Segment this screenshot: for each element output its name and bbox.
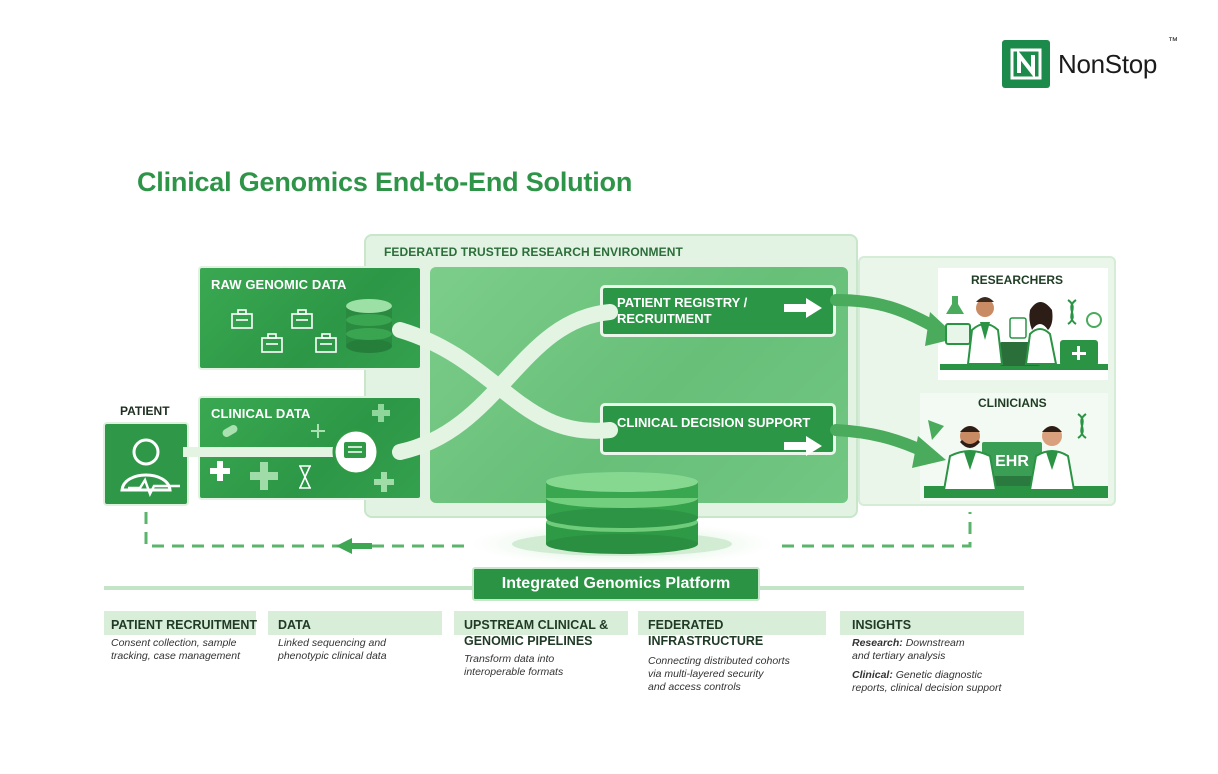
stage-desc-insights: Research: Downstream and tertiary analys…	[852, 637, 1001, 695]
clinicians-illustration: EHR	[924, 413, 1108, 498]
stage-desc-line: Consent collection, sample	[111, 637, 237, 649]
registry-arrow-icon	[784, 298, 822, 318]
stage-title-line: FEDERATED	[648, 618, 724, 632]
patient-registry-line-2: RECRUITMENT	[617, 311, 712, 326]
hospital-icon-4	[315, 333, 337, 353]
stage-desc-line: tracking, case management	[111, 650, 240, 662]
stage-title-line: INFRASTRUCTURE	[648, 634, 764, 648]
central-database-icon	[468, 472, 776, 566]
stage-header-federated	[638, 611, 826, 635]
hospital-icons	[231, 309, 337, 353]
arrow-to-researchers	[830, 294, 958, 346]
flow-ribbons	[183, 304, 618, 460]
stage-desc-line: Linked sequencing and	[278, 637, 387, 649]
cds-arrow-icon	[784, 436, 822, 456]
stage-title-federated: FEDERATED INFRASTRUCTURE	[648, 617, 763, 649]
stage-header-patient-recruitment	[104, 611, 256, 635]
stage-title-insights: INSIGHTS	[852, 618, 912, 632]
plus-icon-3	[210, 461, 230, 481]
researchers-label: RESEARCHERS	[971, 273, 1064, 287]
stage-desc-line: interoperable formats	[464, 666, 564, 678]
insights-research-line: Research: Downstream	[852, 637, 1001, 650]
clinical-data-label: CLINICAL DATA	[211, 406, 311, 421]
insights-clinical-line-2: reports, clinical decision support	[852, 682, 1002, 694]
chat-record-icon	[332, 428, 380, 476]
hospital-icon-2	[291, 309, 313, 329]
clinicians-label: CLINICIANS	[978, 396, 1047, 410]
plus-icon-4	[250, 462, 278, 490]
raw-genomic-data-label: RAW GENOMIC DATA	[211, 277, 347, 292]
stage-header-data	[268, 611, 442, 635]
stage-header-insights	[840, 611, 1024, 635]
insights-research-line-2: and tertiary analysis	[852, 650, 946, 662]
stage-desc-line: and access controls	[648, 681, 741, 693]
patient-registry-label: PATIENT REGISTRY / RECRUITMENT	[617, 295, 747, 327]
insights-research-label: Research:	[852, 637, 903, 649]
n-logo-icon	[1002, 40, 1050, 88]
feedback-loop-dashed	[144, 512, 972, 554]
stage-desc-patient-recruitment: Consent collection, sample tracking, cas…	[111, 637, 240, 663]
stage-desc-data: Linked sequencing and phenotypic clinica…	[278, 637, 387, 663]
pill-icon	[222, 425, 238, 437]
stage-desc-line: phenotypic clinical data	[278, 650, 387, 662]
hospital-icon-1	[231, 309, 253, 329]
stage-desc-line: Transform data into	[464, 653, 555, 665]
patient-label: PATIENT	[120, 404, 170, 418]
logo-brand-text: NonStop	[1058, 48, 1158, 79]
insights-clinical-text: Genetic diagnostic	[892, 669, 983, 681]
researchers-illustration	[940, 296, 1108, 370]
federated-environment-label: FEDERATED TRUSTED RESEARCH ENVIRONMENT	[384, 245, 683, 259]
stage-title-line: GENOMIC PIPELINES	[464, 634, 593, 648]
plus-icon-2	[311, 424, 325, 438]
ehr-label: EHR	[995, 453, 1029, 470]
stage-title-patient-recruitment: PATIENT RECRUITMENT	[111, 618, 258, 632]
patient-icon	[120, 438, 180, 498]
stage-desc-pipelines: Transform data into interoperable format…	[464, 653, 563, 679]
stage-title-pipelines: UPSTREAM CLINICAL & GENOMIC PIPELINES	[464, 617, 608, 649]
plus-icon-1	[372, 404, 390, 422]
stage-title-data: DATA	[278, 618, 311, 632]
patient-registry-line-1: PATIENT REGISTRY /	[617, 295, 748, 310]
stage-desc-line: via multi-layered security	[648, 668, 764, 680]
hourglass-icon	[299, 465, 311, 489]
insights-clinical-label: Clinical:	[852, 669, 893, 681]
nonstop-logo[interactable]: NonStop ™	[1002, 36, 1178, 88]
genomic-database-icon	[346, 299, 392, 353]
stage-title-line: UPSTREAM CLINICAL &	[464, 618, 609, 632]
integrated-genomics-platform-button[interactable]: Integrated Genomics Platform	[472, 567, 760, 601]
trademark-symbol: ™	[1168, 36, 1178, 47]
clinical-decision-support-label: CLINICAL DECISION SUPPORT	[617, 415, 811, 430]
stage-header-pipelines	[454, 611, 628, 635]
clinical-data-icons	[210, 404, 394, 492]
stage-desc-federated: Connecting distributed cohorts via multi…	[648, 655, 790, 694]
insights-research-text: Downstream	[902, 637, 965, 649]
plus-icon-5	[374, 472, 394, 492]
arrow-to-clinicians	[830, 424, 946, 468]
hospital-icon-3	[261, 333, 283, 353]
stage-desc-line: Connecting distributed cohorts	[648, 655, 790, 667]
insights-clinical-line: Clinical: Genetic diagnostic	[852, 669, 1001, 682]
page-title: Clinical Genomics End-to-End Solution	[137, 167, 633, 197]
